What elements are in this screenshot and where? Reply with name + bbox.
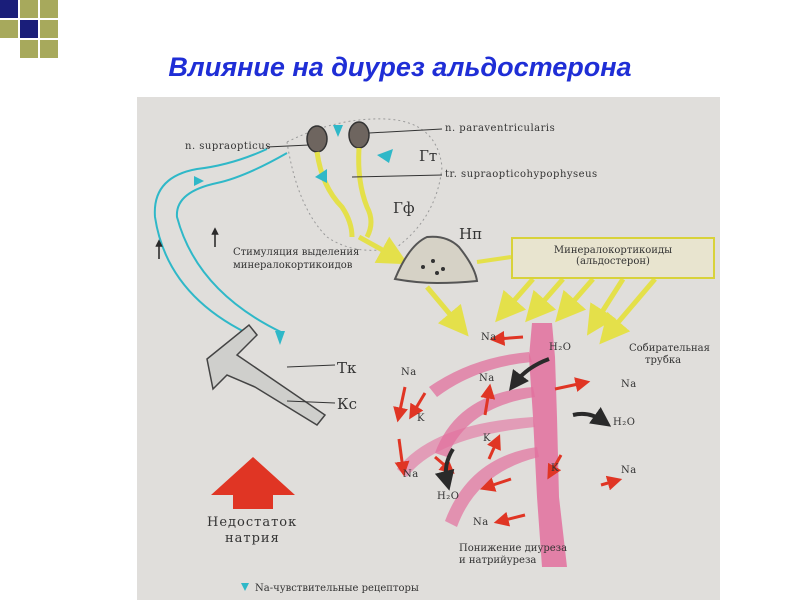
- label-k-mid: K: [483, 433, 491, 444]
- label-legend: Na-чувствительные рецепторы: [255, 583, 419, 594]
- corner-square-navy-2: [20, 20, 38, 38]
- label-na-bottom: Na: [473, 517, 489, 528]
- big-red-arrow: [211, 457, 295, 509]
- label-tract: tr. supraopticohypophyseus: [445, 169, 598, 180]
- water-arrow-2: [573, 414, 603, 421]
- label-stimulation-2: минералокортикоидов: [233, 260, 352, 271]
- receptor-triangle-2: [377, 149, 393, 163]
- label-decrease-1: Понижение диуреза: [459, 543, 567, 554]
- legend-triangle: [241, 583, 249, 591]
- label-tk: Тк: [337, 359, 356, 377]
- label-supraopticus: n. supraopticus: [185, 141, 271, 152]
- yellow-arrow-1: [427, 287, 459, 325]
- label-na-right: Na: [621, 379, 637, 390]
- yellow-arrow-2: [505, 279, 533, 311]
- yellow-arrow-3: [535, 279, 563, 311]
- yellow-tract-right: [359, 148, 371, 237]
- label-na-lower-left: Na: [403, 469, 419, 480]
- supraoptic-nucleus: [307, 126, 327, 152]
- label-mineralo-1: Минералокортикоиды: [513, 245, 713, 256]
- label-stimulation-1: Стимуляция выделения: [233, 247, 359, 258]
- label-h2o-top: H₂O: [549, 342, 571, 353]
- paraventricular-nucleus: [349, 122, 369, 148]
- label-na-mid: Na: [479, 373, 495, 384]
- arrow-to-pituitary: [359, 237, 395, 257]
- label-na-left: Na: [401, 367, 417, 378]
- mineralocorticoids-box: Минералокортикоиды (альдостерон): [511, 237, 715, 279]
- label-k-lower: K: [551, 463, 559, 474]
- label-h2o-right: H₂O: [613, 417, 635, 428]
- label-na-lower-right: Na: [621, 465, 637, 476]
- label-h2o-bottom: H₂O: [437, 491, 459, 502]
- tubule-shape: [207, 325, 325, 425]
- yellow-arrow-5: [595, 279, 623, 323]
- yellow-arrow-4: [565, 279, 593, 311]
- label-na-top: Na: [481, 332, 497, 343]
- label-decrease-2: и натрийуреза: [459, 555, 536, 566]
- label-deficit-2: натрия: [225, 531, 280, 546]
- adrenal-shape: [395, 237, 477, 283]
- corner-square-navy-1: [0, 0, 18, 18]
- yellow-tract-left: [317, 152, 352, 237]
- label-collecting-2: трубка: [645, 355, 681, 366]
- label-kc: Кс: [337, 395, 357, 413]
- diagram-scan: n. paraventricularis n. supraopticus Гт …: [137, 97, 720, 600]
- label-paraventricularis: n. paraventricularis: [445, 123, 555, 134]
- receptor-triangle-4: [275, 331, 285, 345]
- receptor-triangle-1: [333, 125, 343, 137]
- label-gf: Гф: [393, 199, 415, 217]
- corner-square-olive-1: [20, 0, 38, 18]
- label-deficit-1: Недостаток: [207, 515, 297, 530]
- corner-square-olive-3: [0, 20, 18, 38]
- afferent-path-right: [177, 153, 287, 333]
- label-k-left: K: [417, 413, 425, 424]
- slide-title: Влияние на диурез альдостерона: [0, 52, 800, 83]
- afferent-path-left: [155, 149, 267, 337]
- corner-square-olive-2: [40, 0, 58, 18]
- label-np: Нп: [459, 225, 482, 243]
- label-gt: Гт: [419, 147, 437, 165]
- corner-square-olive-4: [40, 20, 58, 38]
- label-collecting-1: Собирательная: [629, 343, 710, 354]
- label-mineralo-2: (альдостерон): [513, 256, 713, 267]
